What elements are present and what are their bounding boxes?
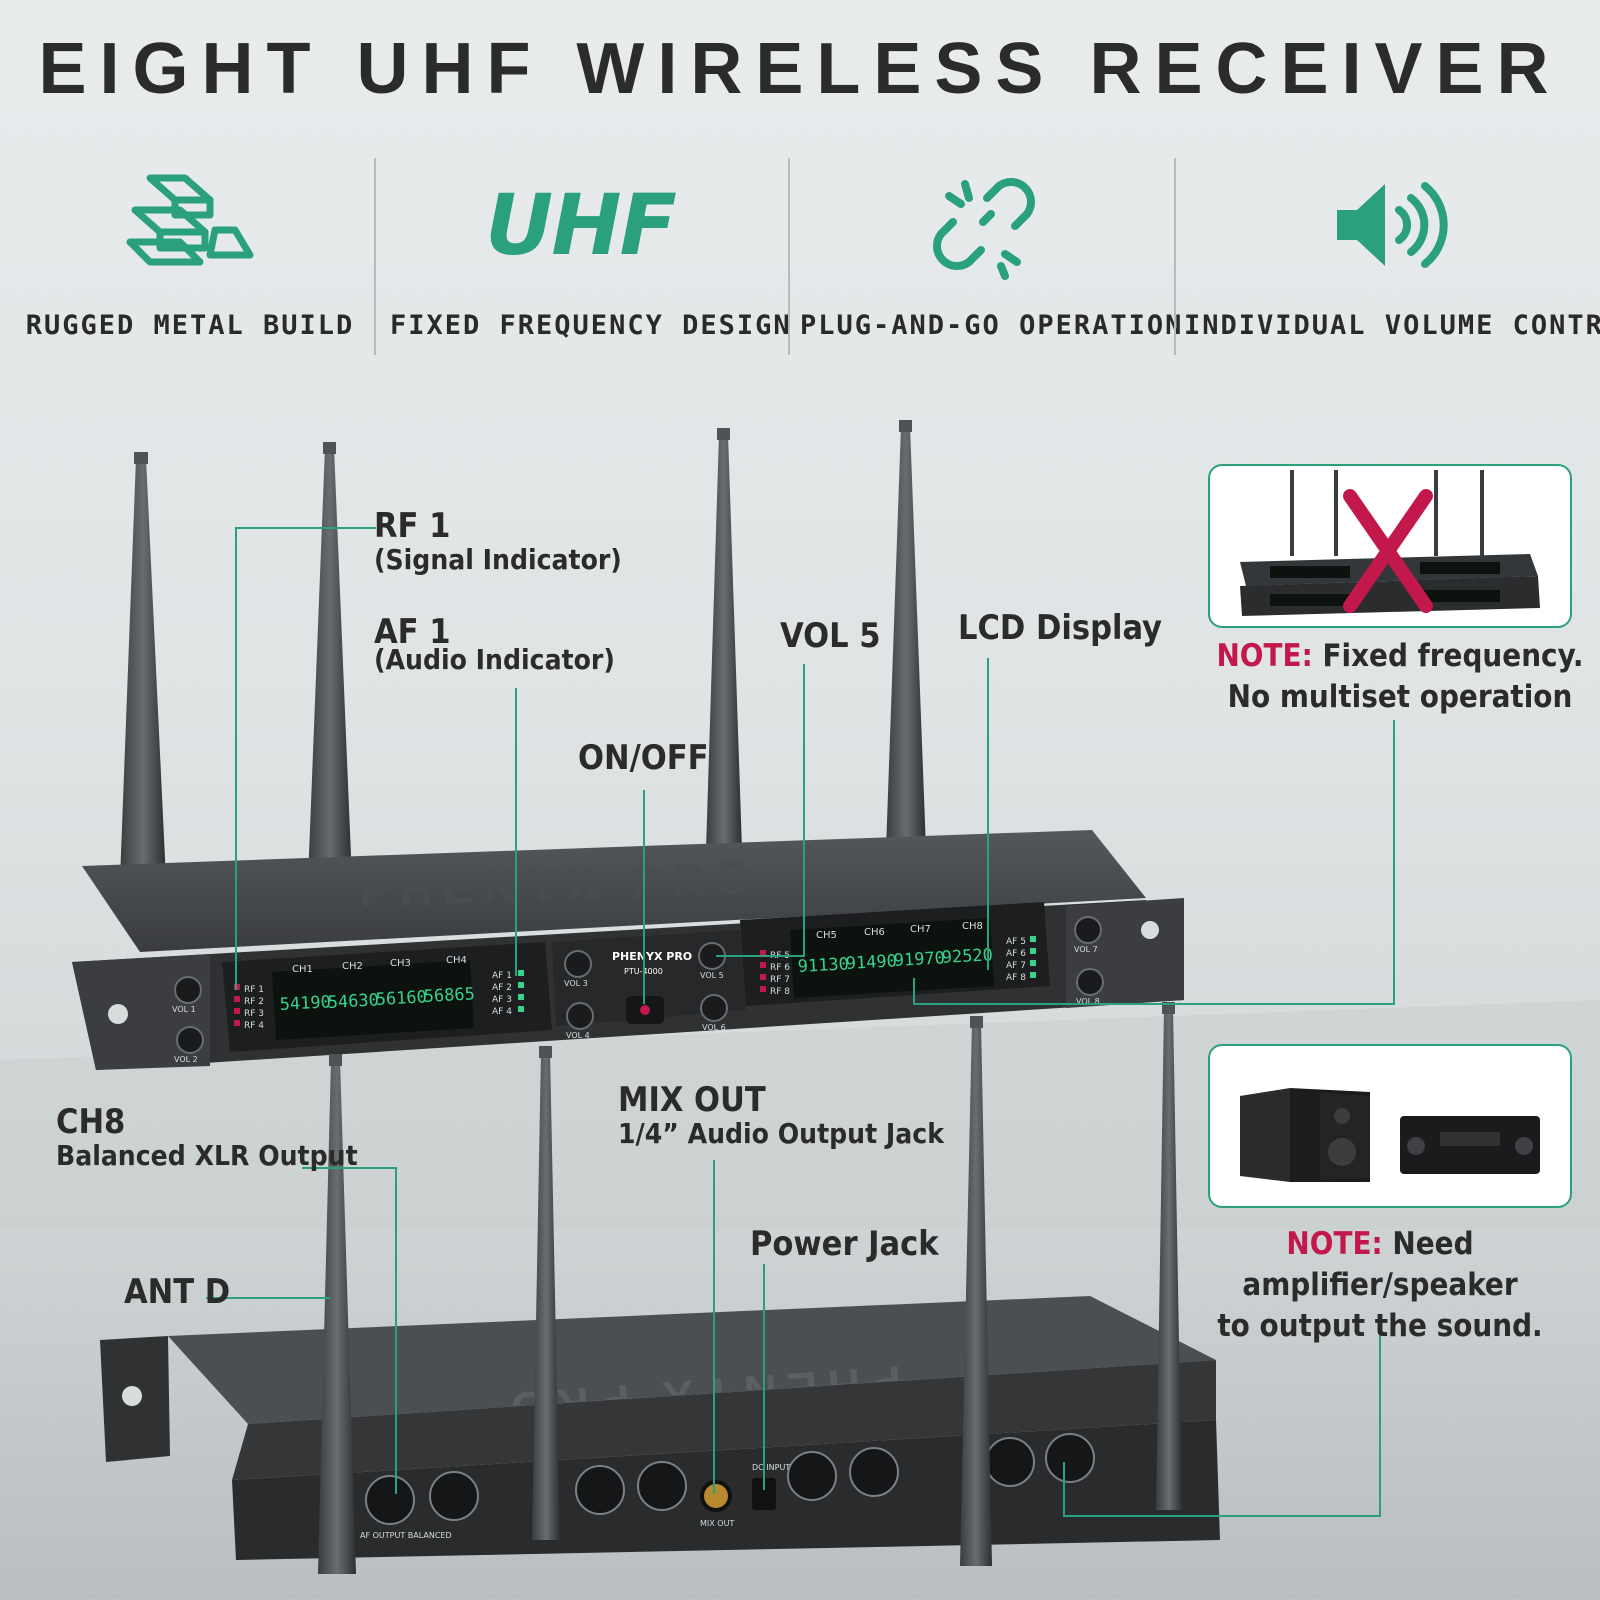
feature-volume-control: INDIVIDUAL VOLUME CONTROL — [1184, 160, 1600, 360]
lcd-channel: CH2 — [342, 961, 363, 972]
callout-onoff: ON/OFF — [578, 738, 709, 778]
divider — [788, 158, 790, 355]
vol-label: VOL 8 — [1076, 997, 1100, 1006]
lcd-channel: CH3 — [390, 958, 411, 969]
vol-label: VOL 1 — [172, 1005, 196, 1014]
lcd-channel: CH4 — [446, 955, 467, 966]
rf-label: RF 4 — [244, 1021, 264, 1031]
device-brand: PHENYX PRO — [612, 950, 692, 963]
lcd-freq: 91490 — [845, 951, 897, 974]
divider — [374, 158, 376, 355]
feature-rugged-metal: RUGGED METAL BUILD — [20, 160, 360, 360]
vol-label: VOL 4 — [566, 1031, 590, 1040]
speaker-volume-icon — [1184, 170, 1594, 280]
rf-label: RF 2 — [244, 997, 264, 1007]
callout-ch8: CH8 Balanced XLR Output — [56, 1102, 358, 1173]
callout-vol5: VOL 5 — [780, 616, 881, 656]
callout-mixout: MIX OUT 1/4” Audio Output Jack — [618, 1080, 944, 1151]
feature-label: PLUG-AND-GO OPERATION — [800, 310, 1184, 341]
broken-link-icon — [800, 170, 1170, 280]
af-label: AF 3 — [492, 995, 512, 1005]
lcd-freq: 56160 — [375, 987, 427, 1010]
lcd-freq: 54190 — [279, 992, 331, 1015]
feature-label: FIXED FREQUENCY DESIGN — [390, 310, 792, 341]
vol-label: VOL 7 — [1074, 945, 1098, 954]
note2: NOTE: Need amplifier/speaker to output t… — [1217, 1226, 1543, 1344]
callout-rf1: RF 1 (Signal Indicator) — [374, 506, 622, 577]
feature-label: RUGGED METAL BUILD — [25, 310, 355, 341]
stacked-receivers-image — [1240, 470, 1540, 616]
af-label: AF 5 — [1006, 937, 1026, 947]
note1-image-frame — [1208, 464, 1572, 628]
rf-label: RF 7 — [770, 975, 790, 985]
lcd-freq: 91130 — [797, 954, 849, 977]
lcd-channel: CH5 — [816, 930, 837, 941]
note1: NOTE: Fixed frequency. No multiset opera… — [1216, 638, 1584, 715]
vol-label: VOL 5 — [700, 971, 724, 980]
callout-af1: AF 1 (Audio Indicator) — [374, 612, 615, 677]
callout-antd: ANT D — [124, 1272, 231, 1312]
rf-label: RF 6 — [770, 963, 790, 973]
note2-image-frame — [1208, 1044, 1572, 1208]
metal-bars-icon — [20, 170, 360, 280]
lcd-freq: 56865 — [423, 984, 475, 1007]
af-label: AF 2 — [492, 983, 512, 993]
lcd-channel: CH7 — [910, 924, 931, 935]
af-label: AF 1 — [492, 971, 512, 981]
rear-label: MIX OUT — [700, 1519, 734, 1528]
speaker-amplifier-image — [1240, 1088, 1540, 1182]
af-label: AF 6 — [1006, 949, 1026, 959]
callout-power: Power Jack — [750, 1224, 939, 1264]
feature-label: INDIVIDUAL VOLUME CONTROL — [1184, 310, 1600, 341]
page-title: EIGHT UHF WIRELESS RECEIVER — [38, 29, 1562, 109]
feature-fixed-frequency: UHF FIXED FREQUENCY DESIGN — [390, 160, 792, 360]
af-label: AF 4 — [492, 1007, 512, 1017]
lcd-channel: CH1 — [292, 964, 313, 975]
callout-lcd: LCD Display — [958, 608, 1162, 648]
rf-label: RF 8 — [770, 987, 790, 997]
front-antennas — [120, 420, 926, 880]
lcd-freq: 91970 — [893, 948, 945, 971]
uhf-text-icon: UHF — [485, 176, 677, 274]
rear-label: DC INPUT — [752, 1463, 790, 1472]
divider — [1174, 158, 1176, 355]
vol-label: VOL 3 — [564, 979, 588, 988]
vol-label: VOL 2 — [174, 1055, 198, 1064]
lcd-freq: 92520 — [941, 945, 993, 968]
vol-label: VOL 6 — [702, 1023, 726, 1032]
lcd-channel: CH6 — [864, 927, 885, 938]
af-label: AF 7 — [1006, 961, 1026, 971]
rear-label: AF OUTPUT BALANCED — [360, 1531, 452, 1540]
feature-plug-and-go: PLUG-AND-GO OPERATION — [800, 160, 1184, 360]
rf-label: RF 1 — [244, 985, 264, 995]
af-label: AF 8 — [1006, 973, 1026, 983]
lcd-freq: 54630 — [327, 990, 379, 1013]
rf-label: RF 3 — [244, 1009, 264, 1019]
cross-icon — [1343, 489, 1433, 613]
lcd-channel: CH8 — [962, 921, 983, 932]
rear-antennas — [318, 1002, 1182, 1574]
